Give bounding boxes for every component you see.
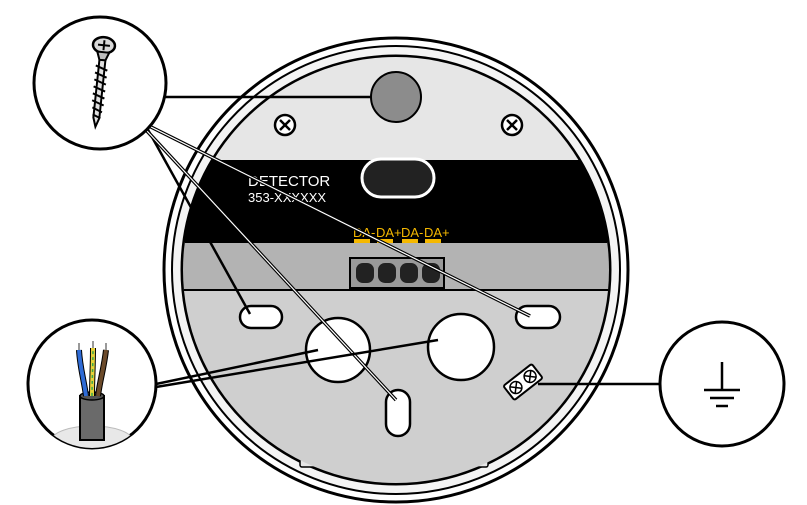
cable-entry-left — [304, 316, 372, 384]
cable-leader-lines — [155, 338, 439, 389]
cable-icon — [51, 341, 133, 448]
mounting-slot-left — [238, 304, 284, 330]
ground-terminal — [503, 363, 543, 401]
detector-model: 353-XXXXXX — [248, 190, 326, 205]
mounting-slot-bottom — [384, 388, 412, 438]
cable-callout — [26, 318, 158, 450]
screw-callout — [32, 15, 168, 151]
plate-screw-right-icon — [500, 113, 524, 137]
terminal-label-4: DA+ — [424, 225, 450, 240]
screw-icon — [91, 35, 117, 130]
terminal-label-2: DA+ — [376, 225, 402, 240]
terminal-label-3: DA- — [401, 225, 423, 240]
latch-opening — [360, 157, 436, 199]
cable-entry-right — [426, 312, 496, 382]
top-mounting-hole — [370, 71, 422, 123]
ground-icon — [704, 362, 740, 408]
plate-screw-left-icon — [273, 113, 297, 137]
terminal-block — [349, 257, 445, 289]
ground-callout — [658, 320, 786, 448]
mounting-slot-right — [514, 304, 562, 330]
